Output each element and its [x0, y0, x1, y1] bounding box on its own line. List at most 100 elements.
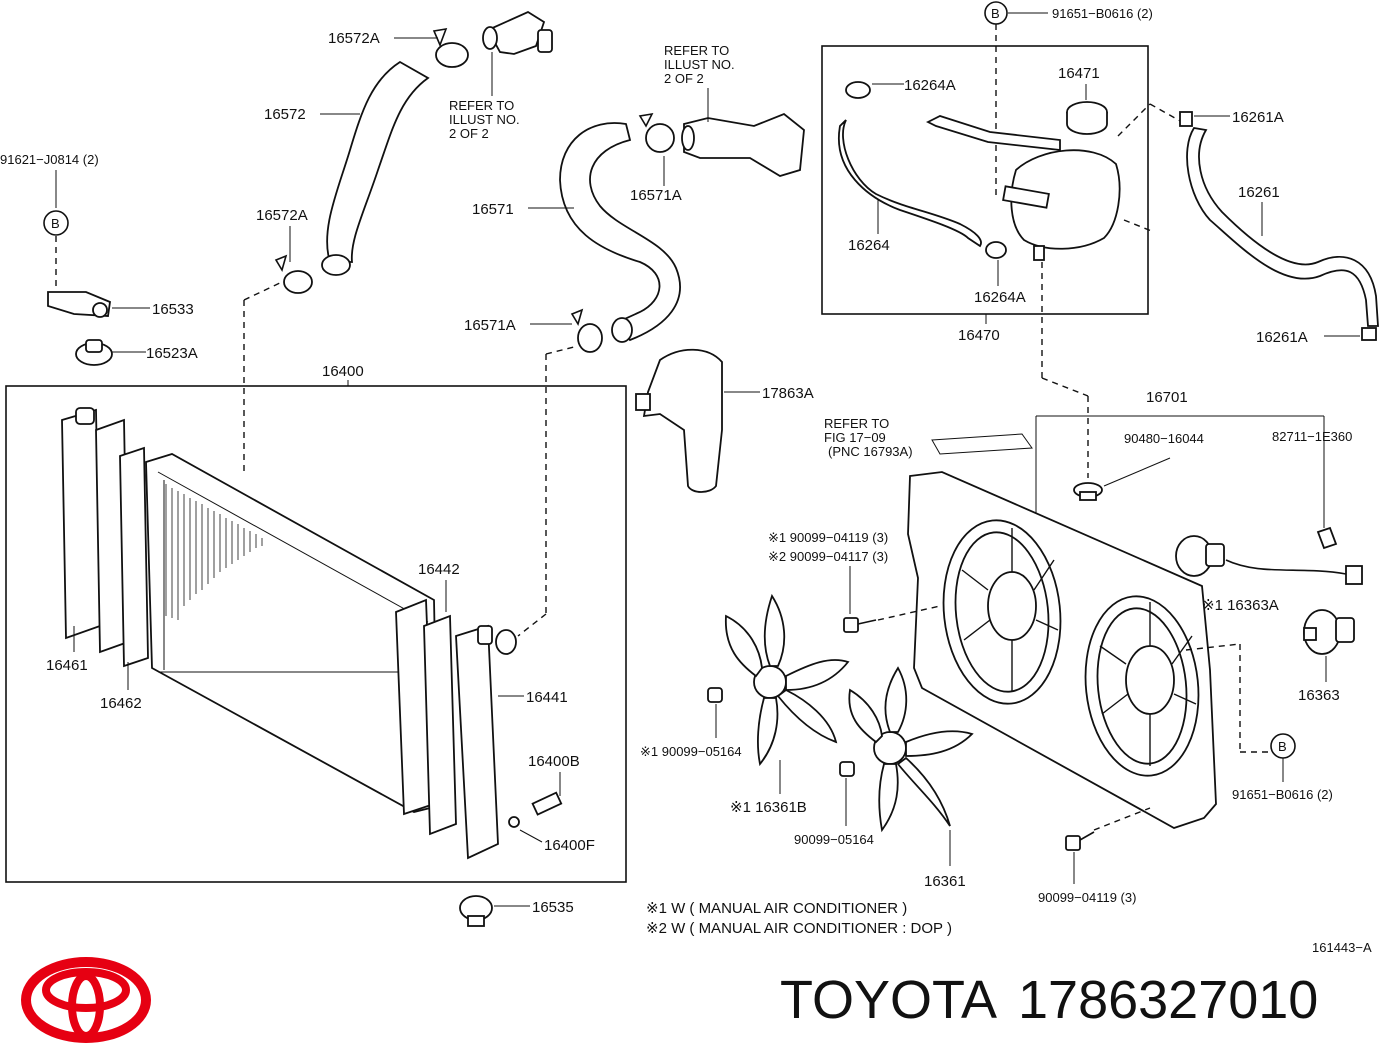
label-16264A-lower: 16264A: [974, 289, 1026, 306]
radiator-air-guide: [635, 348, 723, 493]
reservoir-hose: [837, 115, 1061, 248]
lower-radiator-hose: [559, 122, 681, 343]
shroud-grommet: [1073, 482, 1103, 501]
label-90099-04119-a: ※1 90099−04119 (3): [768, 530, 888, 545]
label-16461: 16461: [46, 657, 88, 674]
hose-clamp: [274, 254, 313, 294]
label-16572A: 16572A: [328, 30, 380, 47]
label-90099-04119-b: 90099−04119 (3): [1038, 890, 1136, 905]
refer-illust-b-1: REFER TO: [664, 43, 729, 58]
water-outlet-pipe: [681, 112, 805, 177]
radiator-tank-left: [61, 407, 101, 640]
label-16442: 16442: [418, 561, 460, 578]
brand-name: TOYOTA: [780, 970, 997, 1030]
overflow-hose-clamp: [1179, 111, 1193, 127]
part-number: 1786327010: [1018, 970, 1318, 1030]
water-inlet-pipe: [482, 10, 553, 55]
refer-illust-b-2: ILLUST NO.: [664, 57, 735, 72]
label-16361: 16361: [924, 873, 966, 890]
label-16261A: 16261A: [1232, 109, 1284, 126]
reservoir-hose-clamp: [845, 81, 871, 99]
cooling-fan-right: [848, 666, 974, 833]
shroud-bolt: [843, 617, 877, 633]
label-16462: 16462: [100, 695, 142, 712]
radiator-gasket-left: [95, 418, 149, 668]
label-91651-right: 91651−B0616 (2): [1232, 787, 1333, 802]
overflow-hose-clamp: [1361, 327, 1377, 341]
label-16264: 16264: [848, 237, 890, 254]
reservoir-overflow-hose: [1186, 127, 1379, 327]
label-16441: 16441: [526, 689, 568, 706]
toyota-logo: [21, 957, 151, 1043]
upper-radiator-hose: [321, 60, 430, 276]
radiator-lower-cushion: [459, 895, 493, 927]
refer-illust-a-2: ILLUST NO.: [449, 112, 520, 127]
label-16571: 16571: [472, 201, 514, 218]
label-90099-04117: ※2 90099−04117 (3): [768, 549, 888, 564]
radiator-assembly-frame: [5, 385, 627, 883]
fan-shroud: [907, 471, 1217, 829]
fan-nut: [839, 761, 855, 777]
label-17863A: 17863A: [762, 385, 814, 402]
b-marker-circle: [43, 210, 69, 236]
label-91651-top: 91651−B0616 (2): [1052, 6, 1153, 21]
hose-clamp: [432, 27, 469, 68]
illustration-id: 161443−A: [1312, 940, 1372, 955]
fan-motor-with-wire: [1175, 535, 1363, 585]
shroud-bolt: [1065, 831, 1095, 851]
refer-illust-b-3: 2 OF 2: [664, 71, 704, 86]
wiring-clamp: [1316, 526, 1338, 550]
fan-nut: [707, 687, 723, 703]
label-16571A: 16571A: [630, 187, 682, 204]
radiator-tank-right: [455, 624, 517, 860]
refer-fig-2: FIG 17−09: [824, 430, 886, 445]
label-16572: 16572: [264, 106, 306, 123]
label-16523A: 16523A: [146, 345, 198, 362]
note-1: ※1 W ( MANUAL AIR CONDITIONER ): [646, 900, 907, 917]
label-90480: 90480−16044: [1124, 431, 1204, 446]
refer-fig-3: (PNC 16793A): [828, 444, 913, 459]
reservoir-cap: [1066, 101, 1108, 135]
b-marker-left: B: [51, 216, 60, 231]
reservoir-assembly-frame: [821, 45, 1149, 315]
radiator-mount-cushion: [75, 339, 113, 366]
label-90099-05164-a: ※1 90099−05164: [640, 744, 742, 759]
label-90099-05164-b: 90099−05164: [794, 832, 874, 847]
fan-motor: [1303, 609, 1355, 655]
label-16571A-lower: 16571A: [464, 317, 516, 334]
label-16363: 16363: [1298, 687, 1340, 704]
label-16400: 16400: [322, 363, 364, 380]
label-16264A: 16264A: [904, 77, 956, 94]
b-marker-top: B: [991, 6, 1000, 21]
label-16471: 16471: [1058, 65, 1100, 82]
label-16470: 16470: [958, 327, 1000, 344]
hose-clamp: [570, 308, 603, 353]
note-2: ※2 W ( MANUAL AIR CONDITIONER : DOP ): [646, 920, 952, 937]
cooling-fan-left: [725, 593, 850, 767]
label-16701: 16701: [1146, 389, 1188, 406]
label-16261A-lower: 16261A: [1256, 329, 1308, 346]
radiator-drain-cock: [508, 791, 563, 828]
b-marker-right: B: [1278, 739, 1287, 754]
label-16361B: ※1 16361B: [730, 799, 807, 816]
label-16533: 16533: [152, 301, 194, 318]
radiator-core: [145, 453, 439, 813]
reservoir-hose-clamp: [985, 241, 1007, 259]
radiator-support-bracket: [47, 291, 111, 318]
radiator-reserve-tank: [1002, 149, 1121, 261]
label-16400B: 16400B: [528, 753, 580, 770]
label-16572A-lower: 16572A: [256, 207, 308, 224]
label-82711: 82711−1E360: [1272, 429, 1352, 444]
fan-shroud-seal: [931, 433, 1033, 455]
label-91621: 91621−J0814 (2): [0, 152, 99, 167]
label-16535: 16535: [532, 899, 574, 916]
refer-illust-a-1: REFER TO: [449, 98, 514, 113]
label-16400F: 16400F: [544, 837, 595, 854]
refer-illust-a-3: 2 OF 2: [449, 126, 489, 141]
radiator-gasket-right: [395, 598, 457, 836]
label-16261: 16261: [1238, 184, 1280, 201]
label-16363A: ※1 16363A: [1202, 597, 1279, 614]
refer-fig-1: REFER TO: [824, 416, 889, 431]
hose-clamp: [638, 112, 675, 153]
